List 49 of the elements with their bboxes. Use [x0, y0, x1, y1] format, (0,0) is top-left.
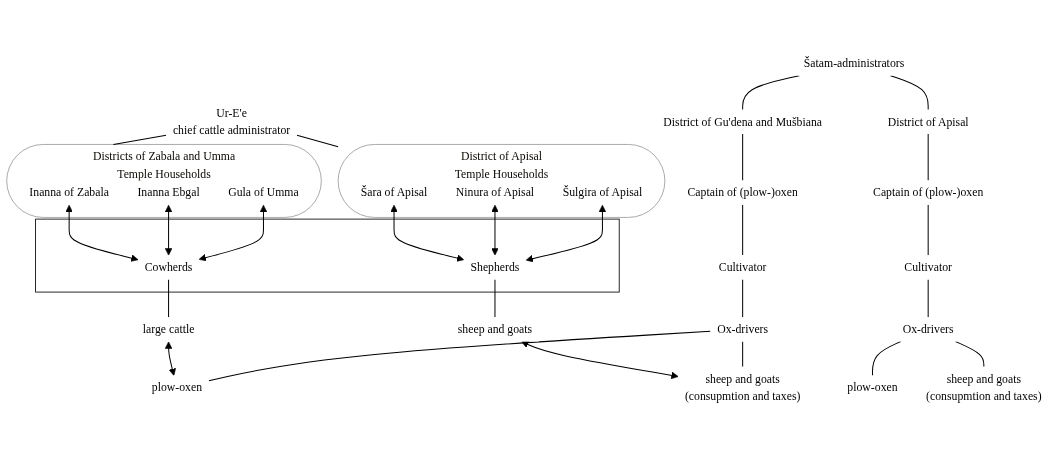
node-text: Cultivator	[904, 261, 952, 274]
node-text: Šara of Apisal	[360, 186, 428, 199]
connector	[742, 75, 800, 111]
connector	[927, 279, 929, 318]
node-text: Ninura of Apisal	[455, 186, 535, 199]
arrow	[65, 204, 139, 262]
node-text: Ur-E'e chief cattle administrator	[172, 106, 291, 137]
connector	[296, 134, 339, 148]
connector	[889, 75, 929, 111]
node-text: large cattle	[142, 323, 195, 336]
node-text: sheep and goats	[457, 323, 533, 336]
node-text: District of Gu'dena and Mušbiana	[663, 115, 822, 129]
node-text: plow-oxen	[151, 381, 203, 394]
node-text: Captain of (plow-)oxen	[687, 186, 798, 199]
connector	[927, 204, 929, 256]
connector	[494, 279, 496, 318]
node-text: Ox-drivers	[902, 323, 954, 336]
node-text: sheep and goats (consupmtion and taxes)	[926, 372, 1042, 403]
connector	[208, 330, 711, 382]
connector	[742, 279, 744, 318]
arrow	[164, 341, 176, 376]
connector	[742, 341, 744, 368]
arrow	[198, 204, 268, 262]
node-text: Cowherds	[144, 261, 193, 274]
node-text: plow-oxen	[847, 381, 898, 394]
node-text: Gula of Umma	[228, 186, 299, 199]
arrow	[525, 204, 607, 263]
node-text: Ox-drivers	[717, 323, 769, 336]
connector	[871, 341, 902, 377]
connector	[955, 341, 985, 368]
node-text: Inanna of Zabala	[29, 186, 109, 199]
node-text: Inanna Ebgal	[137, 186, 200, 199]
node-text: Captain of (plow-)oxen	[873, 186, 984, 199]
node-text: Šatam-administrators	[803, 57, 905, 70]
node-text: Šulgira of Apisal	[562, 186, 643, 199]
node-text: Cultivator	[718, 261, 767, 274]
connector	[927, 133, 929, 181]
connector	[742, 133, 744, 181]
connector	[112, 134, 167, 145]
connector	[742, 204, 744, 256]
node-text: Shepherds	[470, 261, 520, 274]
connector	[168, 279, 170, 318]
node-text: sheep and goats (consupmtion and taxes)	[684, 372, 801, 403]
cluster	[35, 218, 620, 293]
arrow	[390, 204, 465, 262]
arrow	[491, 204, 499, 256]
node-text: District of Apisal	[887, 115, 969, 129]
arrow	[521, 341, 679, 380]
arrow	[164, 204, 173, 256]
